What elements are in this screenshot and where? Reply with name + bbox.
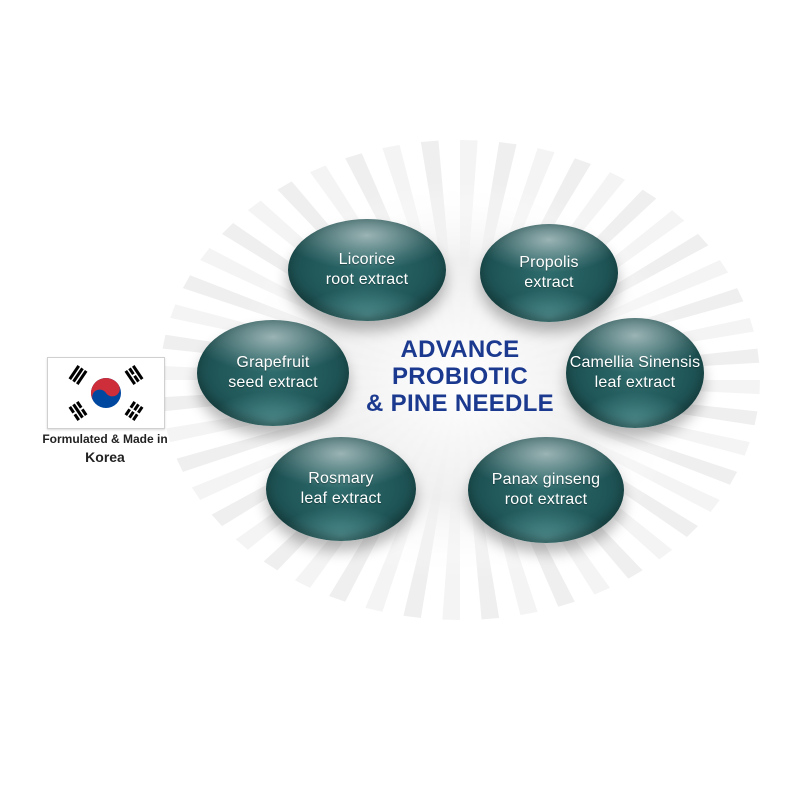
capsule-grapefruit: Grapefruit seed extract bbox=[197, 320, 349, 426]
capsule-label-line2: extract bbox=[524, 274, 574, 291]
capsule-label-line1: Camellia Sinensis bbox=[569, 354, 701, 371]
capsule-label-line2: leaf extract bbox=[594, 374, 676, 391]
capsule-licorice: Licorice root extract bbox=[288, 219, 446, 321]
capsule-label-line1: Grapefruit bbox=[236, 354, 310, 371]
product-title-line2: PROBIOTIC bbox=[391, 363, 529, 390]
capsule-label-line2: root extract bbox=[325, 271, 409, 288]
origin-country: Korea bbox=[85, 449, 125, 465]
capsule-panax-ginseng: Panax ginseng root extract bbox=[468, 437, 624, 543]
capsule-label-line1: Propolis bbox=[519, 254, 579, 271]
capsule-label-line1: Rosmary bbox=[308, 470, 374, 487]
capsule-camellia-sinensis: Camellia Sinensis leaf extract bbox=[566, 318, 704, 428]
capsule-label-line1: Licorice bbox=[338, 251, 396, 268]
capsule-rosmary: Rosmary leaf extract bbox=[266, 437, 416, 541]
origin-caption: Formulated & Made in bbox=[42, 432, 168, 446]
capsule-label-line2: root extract bbox=[504, 491, 588, 508]
product-title: ADVANCE PROBIOTIC & PINE NEEDLE bbox=[340, 336, 580, 417]
capsule-label-line2: seed extract bbox=[228, 374, 318, 391]
product-title-line3: & PINE NEEDLE bbox=[366, 390, 554, 417]
capsule-propolis: Propolis extract bbox=[480, 224, 618, 322]
product-title-line1: ADVANCE bbox=[400, 336, 520, 363]
south-korea-flag-icon bbox=[47, 357, 165, 429]
capsule-label-line2: leaf extract bbox=[300, 490, 382, 507]
capsule-label-line1: Panax ginseng bbox=[491, 471, 601, 488]
